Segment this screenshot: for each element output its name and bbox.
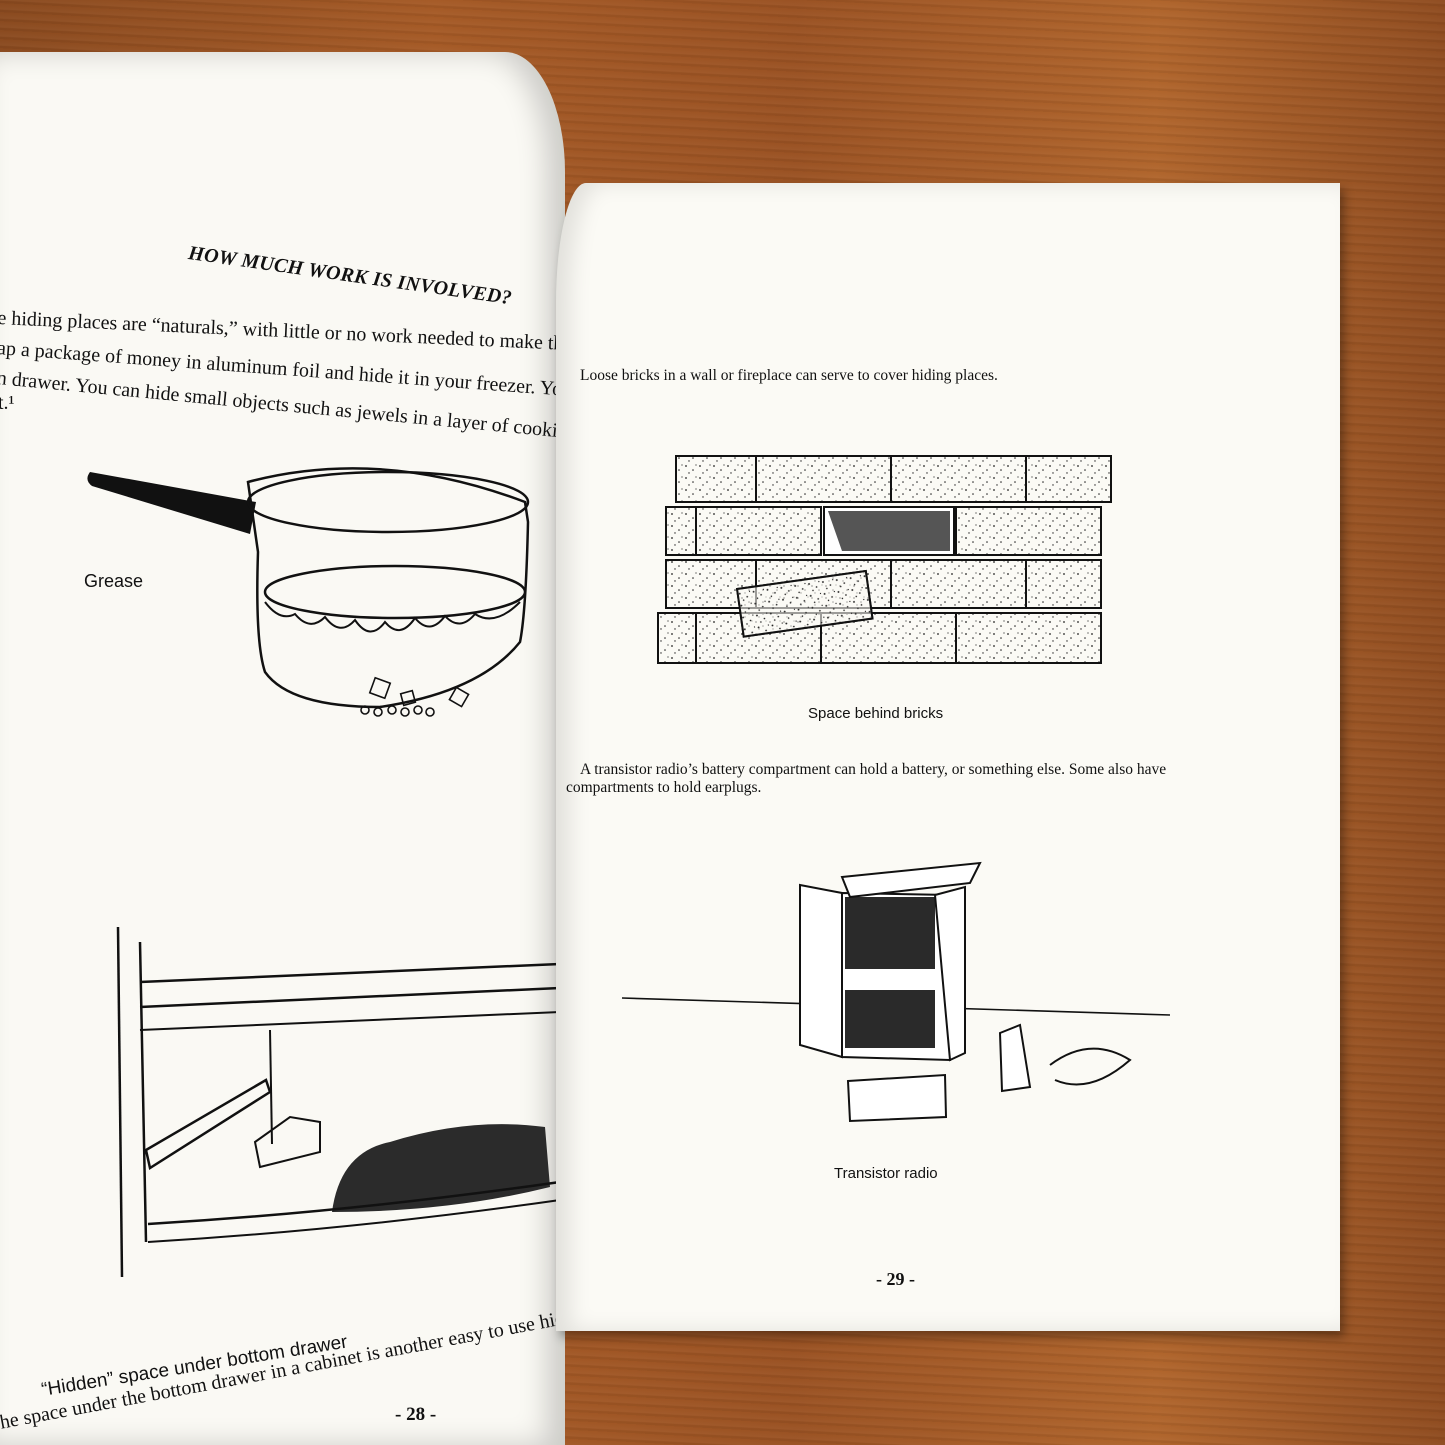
bricks-intro-text: Loose bricks in a wall or fireplace can … (580, 367, 998, 384)
drawer-illustration (116, 921, 562, 1278)
bottom-text-line: he space under the bottom drawer in a ca… (0, 1299, 565, 1434)
page-number-29: - 29 - (876, 1269, 915, 1289)
page-number-28: - 28 - (395, 1404, 437, 1425)
radio-text-line-1: A transistor radio’s battery compartment… (580, 761, 1167, 778)
saucepan-illustration (87, 467, 530, 717)
section-heading: HOW MUCH WORK IS INVOLVED? (186, 242, 514, 310)
brick-wall-illustration (657, 455, 1112, 664)
caption-bricks: Space behind bricks (808, 705, 944, 722)
right-book-page: Loose bricks in a wall or fireplace can … (556, 183, 1340, 1331)
left-book-page: HOW MUCH WORK IS INVOLVED? e hiding plac… (0, 52, 565, 1445)
body-text-line-4: t.¹ (0, 392, 15, 414)
caption-transistor-radio: Transistor radio (834, 1165, 938, 1182)
caption-grease: Grease (84, 571, 144, 591)
transistor-radio-illustration (621, 861, 1171, 1123)
radio-text-line-2: compartments to hold earplugs. (566, 779, 762, 796)
